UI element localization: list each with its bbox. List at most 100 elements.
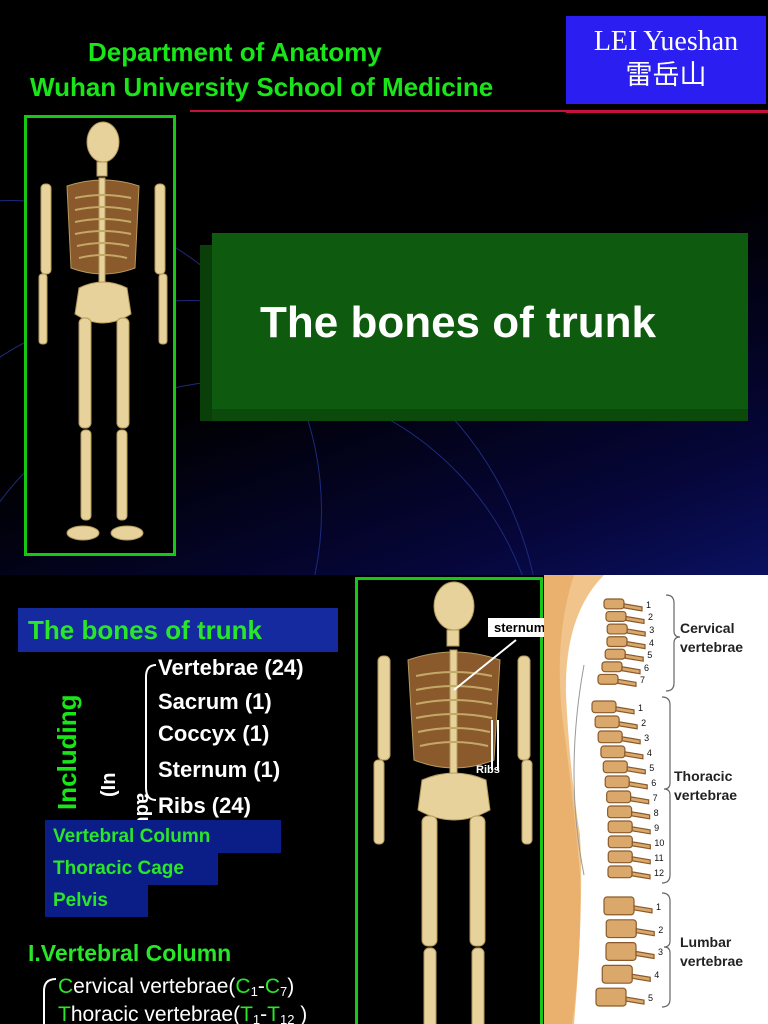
paren: ) — [287, 975, 295, 998]
cervical-text: ervical vertebrae( — [73, 975, 236, 998]
vertebral-column-heading: I.Vertebral Column — [28, 940, 232, 966]
vertebra-body — [604, 775, 630, 789]
skeleton-illustration — [38, 121, 168, 541]
vertebra-number: 11 — [654, 852, 664, 863]
department-name: Department of Anatomy — [88, 37, 382, 67]
vertebra-number: 4 — [649, 637, 655, 648]
vertebra-number: 6 — [644, 662, 650, 673]
vertebra-body — [591, 700, 617, 714]
vertebra-body — [602, 760, 628, 774]
thoracic-text: horacic vertebrae( — [70, 1003, 241, 1024]
vertebra-body — [605, 610, 627, 622]
title-banner: The bones of trunk — [200, 233, 748, 421]
thoracic-label-line: vertebrae — [674, 787, 738, 803]
thoracic-symbol: T — [267, 1003, 280, 1024]
lumbar-label-line: vertebrae — [680, 953, 744, 969]
content-slide: The bones of trunk Including (In adult) … — [0, 575, 768, 1024]
spinous-process — [633, 905, 653, 914]
cervical-subscript: 7 — [279, 984, 288, 999]
lumbar-label: Lumbar vertebrae — [680, 933, 743, 971]
cervical-label-line: vertebrae — [680, 639, 744, 655]
sub-bracket — [43, 978, 57, 1024]
spinous-process — [631, 871, 651, 880]
banner-side — [200, 245, 212, 421]
spinous-process — [624, 751, 644, 760]
spinous-process — [626, 640, 646, 650]
vertebra-body — [603, 896, 635, 916]
section-tag-vertebral-column: Vertebral Column — [45, 820, 281, 853]
vertebra-body — [600, 745, 626, 759]
vertebra-number: 8 — [653, 807, 659, 818]
spinous-process — [626, 628, 646, 637]
author-name: LEI Yueshan — [593, 26, 739, 57]
thoracic-label-line: Thoracic — [674, 768, 733, 784]
vertebra-number: 4 — [646, 747, 652, 758]
vertebra-number: 2 — [658, 924, 664, 935]
lumbar-label-line: Lumbar — [680, 934, 732, 950]
vertebra-number: 10 — [654, 837, 665, 848]
vertebra-body — [601, 964, 633, 984]
spinous-process — [618, 721, 638, 730]
skeleton-illustration — [373, 581, 533, 1024]
vertebra-body — [597, 730, 623, 744]
bone-item: Sacrum (1) — [158, 689, 272, 714]
vertebra-body — [607, 835, 633, 849]
spinous-process — [626, 766, 646, 775]
vertebra-number: 1 — [656, 901, 662, 912]
spinous-process — [624, 653, 644, 662]
spinous-process — [635, 950, 655, 960]
vertebra-number: 1 — [638, 702, 644, 713]
bone-item: Vertebrae (24) — [158, 655, 304, 680]
vertebra-body — [606, 623, 628, 635]
spinous-process — [631, 826, 651, 835]
spinous-process — [623, 603, 643, 612]
vertebra-body — [607, 820, 633, 834]
bracket — [145, 664, 157, 801]
spine-illustration — [544, 575, 681, 1024]
bone-item: Ribs (24) — [158, 793, 251, 818]
thoracic-vertebrae-line: Thoracic vertebrae(T1-T12 ) — [58, 1003, 307, 1024]
vertebral-column-diagram: Cervical vertebrae Thoracic vertebrae Lu… — [544, 575, 768, 1024]
vertebra-body — [604, 648, 626, 660]
dash: - — [257, 975, 265, 998]
cervical-symbol: C — [235, 975, 251, 998]
vertebra-body — [603, 598, 625, 610]
cervical-label: Cervical vertebrae — [680, 619, 743, 657]
title-slide: Department of Anatomy Wuhan University S… — [0, 0, 768, 575]
spinous-process — [625, 615, 645, 625]
vertebra-number: 5 — [649, 762, 655, 773]
vertebra-body — [605, 942, 637, 961]
school-name: Wuhan University School of Medicine — [30, 72, 494, 102]
dash: - — [260, 1003, 268, 1024]
thoracic-subscript: 12 — [279, 1012, 295, 1024]
section-heading: The bones of trunk — [18, 608, 338, 652]
spinous-process — [625, 996, 645, 1005]
thoracic-label: Thoracic vertebrae — [674, 767, 737, 805]
skeleton-photo — [24, 115, 176, 556]
sternum-label: sternum — [488, 618, 552, 637]
vertebra-body — [607, 850, 633, 864]
spinous-process — [630, 796, 650, 805]
vertebra-number: 2 — [648, 612, 654, 623]
spinous-process — [631, 973, 651, 983]
vertebra-number: 7 — [640, 675, 646, 686]
spinous-process — [621, 736, 641, 745]
section-tag-pelvis: Pelvis — [45, 884, 148, 917]
vertebra-number: 3 — [644, 732, 650, 743]
ribs-label: Ribs — [476, 764, 500, 776]
banner-bottom — [212, 409, 748, 421]
cervical-subscript: 1 — [250, 984, 258, 999]
section-tag-thoracic-cage: Thoracic Cage — [45, 852, 218, 885]
paren: ) — [294, 1003, 308, 1024]
vertebra-body — [606, 790, 632, 804]
cervical-vertebrae-line: Cervical vertebrae(C1-C7) — [58, 975, 294, 999]
vertebra-body — [595, 987, 627, 1007]
slide-title: The bones of trunk — [260, 298, 656, 347]
vertebra-number: 12 — [654, 867, 665, 878]
spinous-process — [628, 781, 648, 790]
cervical-symbol: C — [264, 975, 280, 998]
spinous-process — [631, 811, 651, 820]
vertebra-number: 3 — [658, 947, 664, 958]
cervical-label-line: Cervical — [680, 620, 735, 636]
thoracic-subscript: 1 — [252, 1012, 261, 1024]
